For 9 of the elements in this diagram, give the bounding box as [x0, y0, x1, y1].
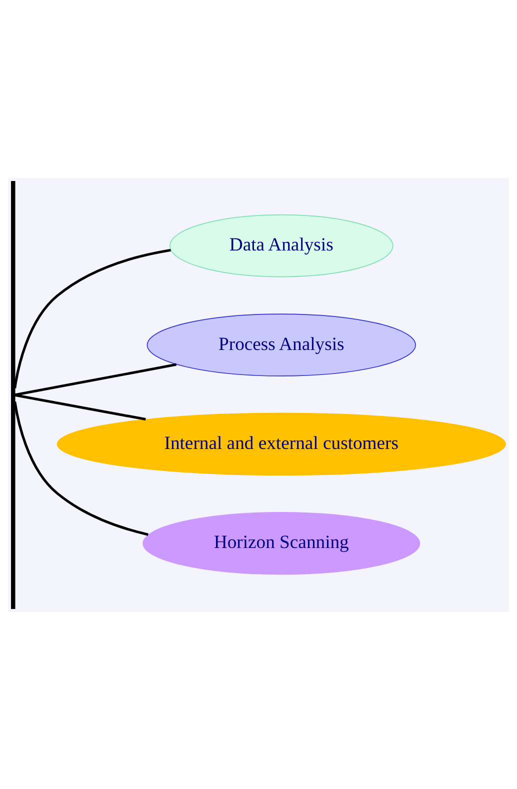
connector	[14, 401, 148, 536]
connector	[14, 393, 146, 420]
node-ellipse: Data Analysis	[169, 214, 394, 277]
connector	[14, 248, 171, 388]
node-bar	[11, 180, 16, 609]
node-ellipse: Internal and external customers	[56, 412, 506, 476]
node-ellipse: Process Analysis	[146, 313, 416, 376]
node-ellipse: Horizon Scanning	[142, 511, 420, 574]
connector	[14, 362, 177, 396]
